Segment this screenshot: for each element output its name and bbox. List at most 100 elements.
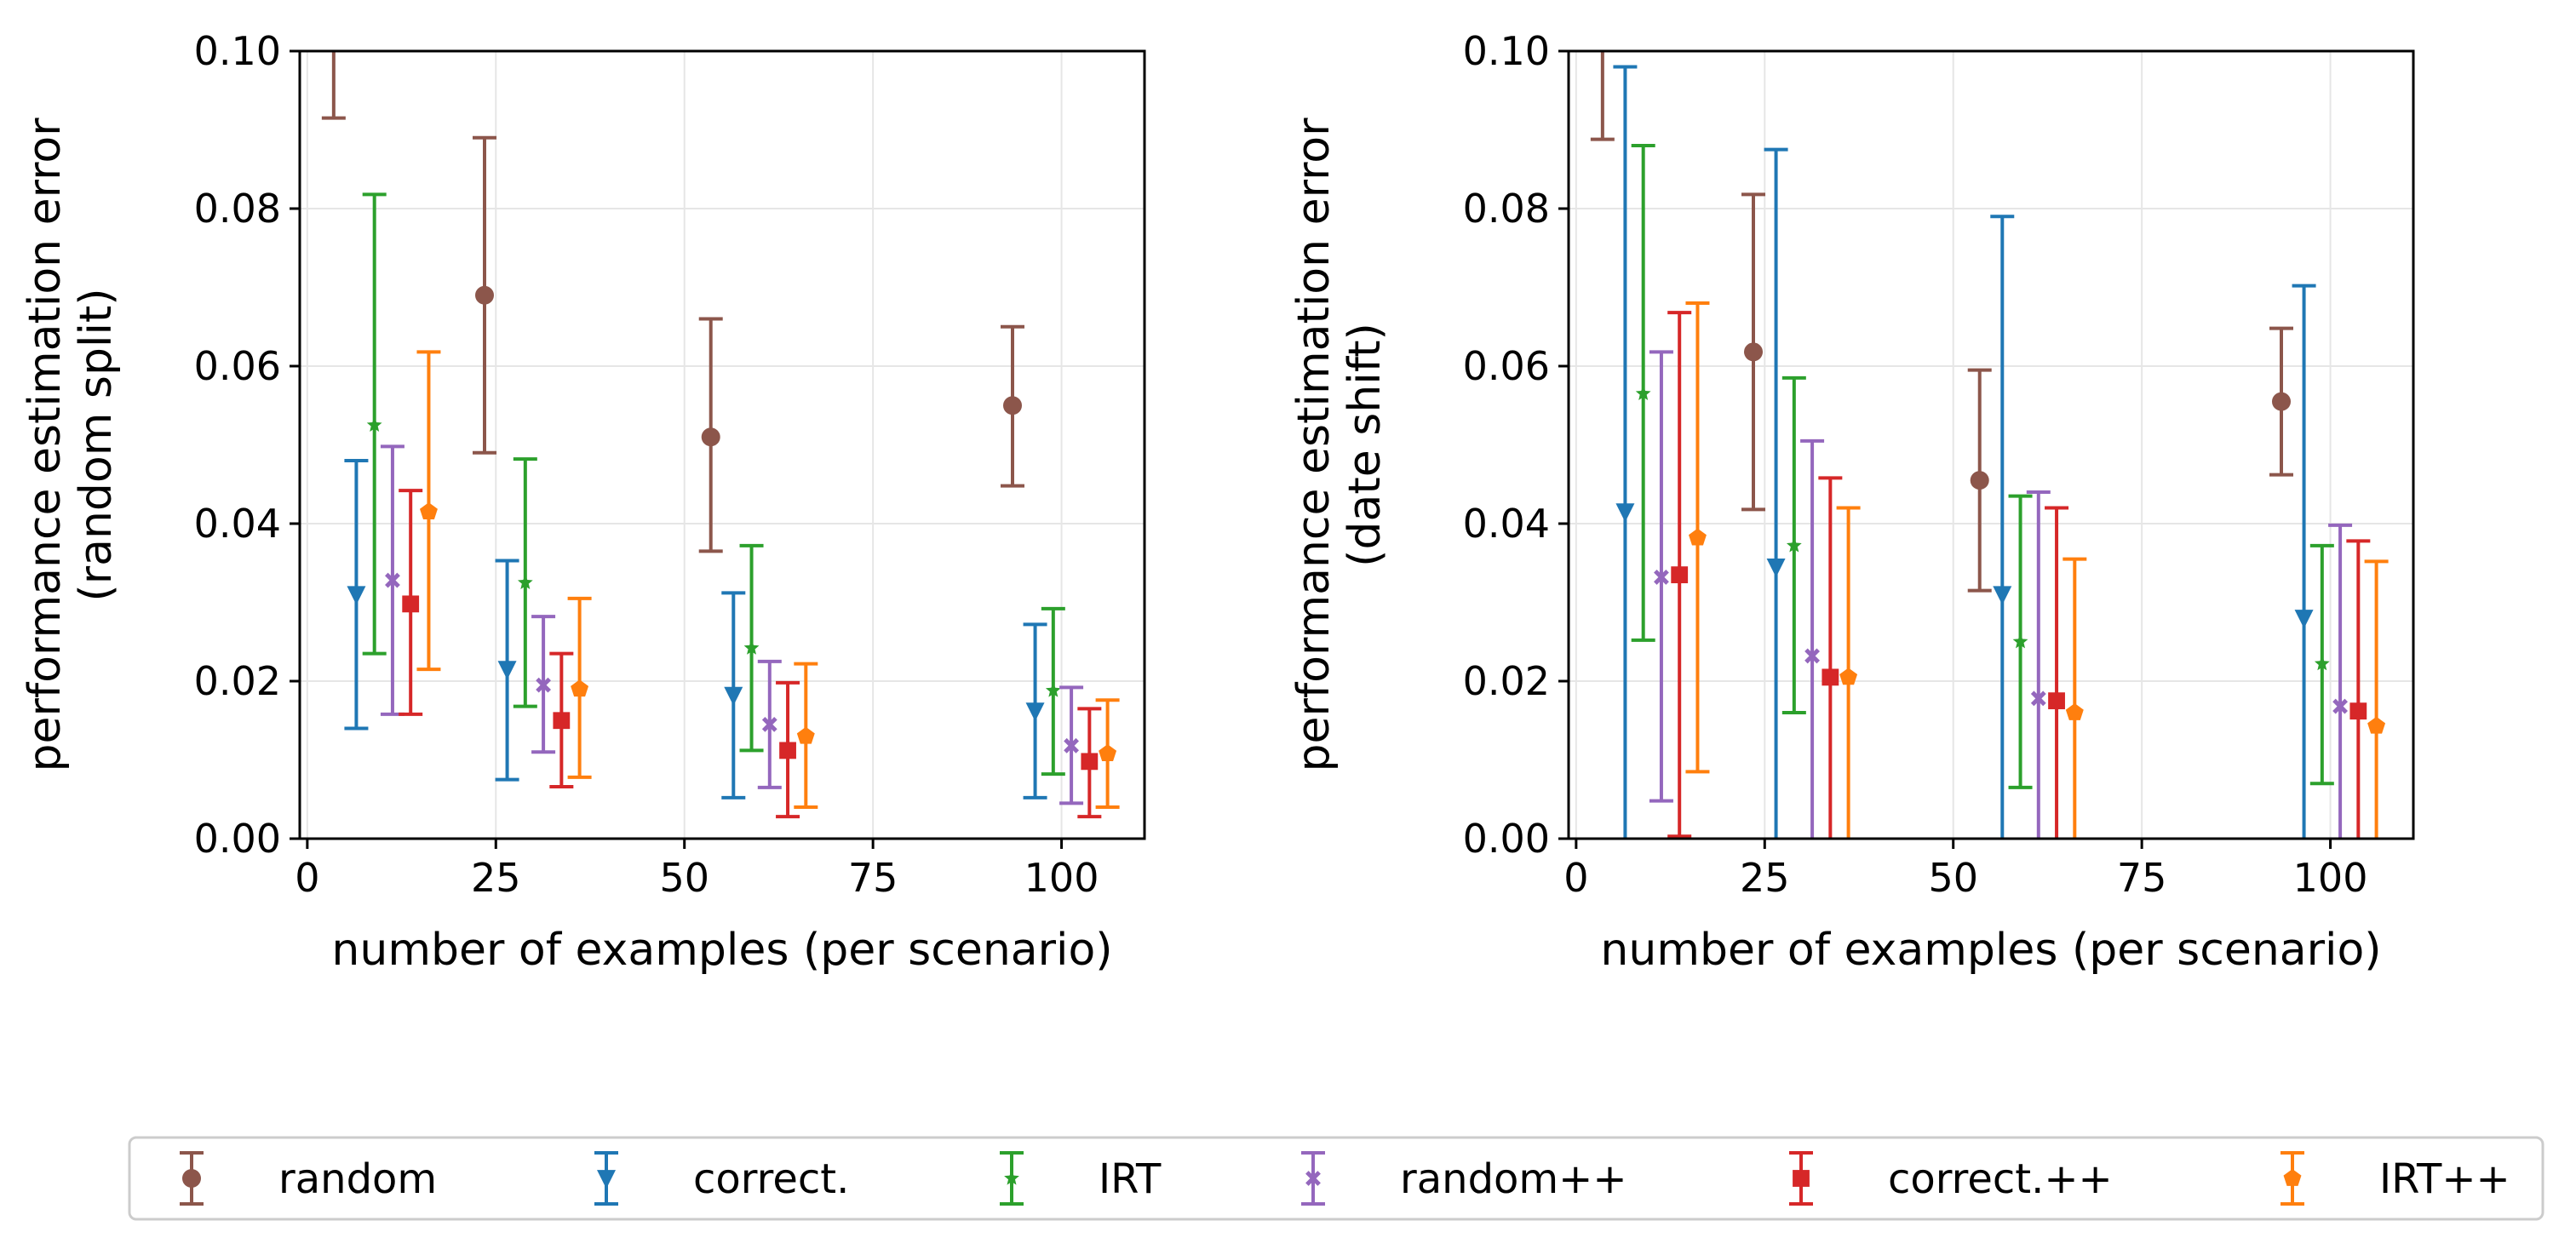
y-tick-label: 0.06: [194, 343, 281, 389]
series-correct.: [344, 459, 1047, 799]
x-tick-label: 50: [1928, 855, 1978, 901]
data-point: [402, 595, 420, 613]
data-point: [475, 285, 494, 305]
y-tick-label: 0.02: [194, 658, 281, 704]
y-axis-label: (date shift): [1340, 323, 1391, 567]
data-point: [2367, 716, 2386, 734]
y-tick-label: 0.08: [194, 186, 281, 232]
data-point: [1671, 566, 1689, 584]
axes-frame: [1567, 49, 2415, 840]
legend-marker: [1793, 1170, 1810, 1187]
data-point: [1064, 737, 1080, 754]
data-point: [701, 427, 720, 447]
data-point: [1688, 528, 1707, 546]
data-point: [347, 586, 366, 605]
data-layer: [1590, 3, 2389, 839]
series-correct.++: [399, 489, 1102, 819]
data-point: [1970, 471, 1989, 490]
series-random++: [1649, 350, 2353, 839]
x-tick-label: 75: [848, 855, 898, 901]
data-point: [1635, 386, 1651, 400]
y-axis-label: performance estimation error: [20, 117, 71, 772]
legend-entry-random: random: [180, 1151, 437, 1206]
y-tick-label: 0.02: [1463, 658, 1550, 704]
x-tick-label: 100: [2293, 855, 2368, 901]
y-tick-label: 0.10: [194, 28, 281, 74]
data-point: [1615, 503, 1635, 523]
data-point: [2272, 392, 2291, 411]
legend: random correct. IRT random++ correct.++ IRT++: [128, 1136, 2544, 1221]
legend-label: random: [278, 1155, 437, 1203]
legend-entry-correct.: correct.: [594, 1151, 849, 1206]
legend-entry-IRT++: IRT++: [2281, 1151, 2510, 1206]
x-axis-label: number of examples (per scenario): [331, 925, 1112, 976]
series-IRT++: [1685, 301, 2389, 839]
data-point: [419, 502, 438, 520]
data-point: [761, 716, 777, 732]
data-point: [385, 572, 400, 588]
data-point: [2294, 610, 2314, 629]
data-point: [2065, 703, 2084, 720]
legend-label: IRT: [1099, 1155, 1162, 1203]
data-point: [1786, 537, 1802, 553]
x-tick-label: 100: [1024, 855, 1099, 901]
legend-label: IRT++: [2379, 1155, 2510, 1203]
data-point: [536, 677, 552, 693]
legend-marker: [1305, 1171, 1321, 1186]
data-point: [2030, 691, 2046, 707]
x-tick-label: 0: [295, 855, 319, 901]
data-layer: [321, 18, 1120, 819]
series-IRT: [1631, 144, 2334, 789]
data-point: [2048, 692, 2065, 710]
x-tick-label: 25: [471, 855, 521, 901]
y-tick-label: 0.04: [194, 501, 281, 547]
data-point: [324, 18, 343, 37]
data-point: [1003, 396, 1022, 415]
y-tick-label: 0.00: [1463, 816, 1550, 862]
data-point: [1654, 569, 1669, 585]
data-point: [1993, 586, 2012, 605]
series-IRT++: [416, 350, 1120, 809]
data-point: [1766, 558, 1786, 577]
data-point: [517, 575, 533, 589]
data-point: [497, 661, 517, 680]
data-point: [796, 726, 815, 744]
legend-entry-correct.++: correct.++: [1789, 1151, 2113, 1206]
data-point: [1839, 668, 1858, 685]
legend-label: random++: [1400, 1155, 1627, 1203]
legend-entry-IRT: IRT: [1000, 1151, 1162, 1206]
y-tick-label: 0.06: [1463, 343, 1550, 389]
x-tick-label: 0: [1563, 855, 1588, 901]
legend-label: correct.++: [1888, 1155, 2113, 1203]
legend-marker: [2283, 1169, 2302, 1186]
chart-panel-1: 0 25 50 75 100 0.00 0.02 0.04 0.06 0.08 0.10 number…: [20, 18, 1146, 976]
y-tick-label: 0.08: [1463, 186, 1550, 232]
series-random: [1590, 3, 2293, 593]
data-point: [1081, 753, 1099, 771]
legend-marker: [182, 1169, 201, 1188]
data-point: [1045, 682, 1061, 697]
data-point: [366, 417, 382, 432]
legend-marker: [597, 1170, 616, 1189]
series-correct.++: [1667, 311, 2371, 839]
x-tick-label: 25: [1740, 855, 1790, 901]
y-axis-label: performance estimation error: [1288, 117, 1340, 772]
data-point: [2314, 656, 2330, 671]
data-point: [2332, 698, 2349, 714]
axes-frame: [298, 49, 1146, 840]
series-random++: [380, 444, 1084, 805]
data-point: [571, 679, 589, 697]
series-IRT: [362, 192, 1065, 776]
data-point: [1593, 3, 1612, 21]
data-point: [1099, 744, 1117, 761]
data-point: [779, 742, 796, 759]
data-point: [2349, 702, 2367, 720]
data-point: [724, 686, 743, 706]
y-tick-label: 0.04: [1463, 501, 1550, 547]
y-tick-label: 0.00: [194, 816, 281, 862]
data-point: [1822, 668, 1839, 686]
data-point: [1025, 702, 1045, 722]
x-tick-label: 50: [659, 855, 709, 901]
data-point: [1804, 648, 1821, 664]
